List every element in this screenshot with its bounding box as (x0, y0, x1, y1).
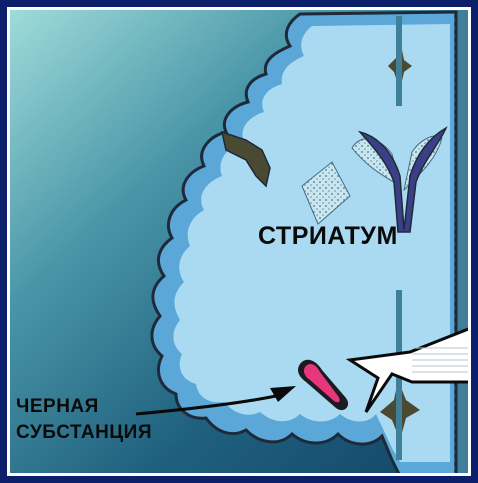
midline-upper (396, 16, 402, 106)
substantia-nigra-label-line2: СУБСТАНЦИЯ (16, 422, 152, 444)
striatum-label: СТРИАТУМ (258, 222, 398, 251)
substantia-nigra-label-line1: ЧЕРНАЯ (16, 396, 99, 418)
